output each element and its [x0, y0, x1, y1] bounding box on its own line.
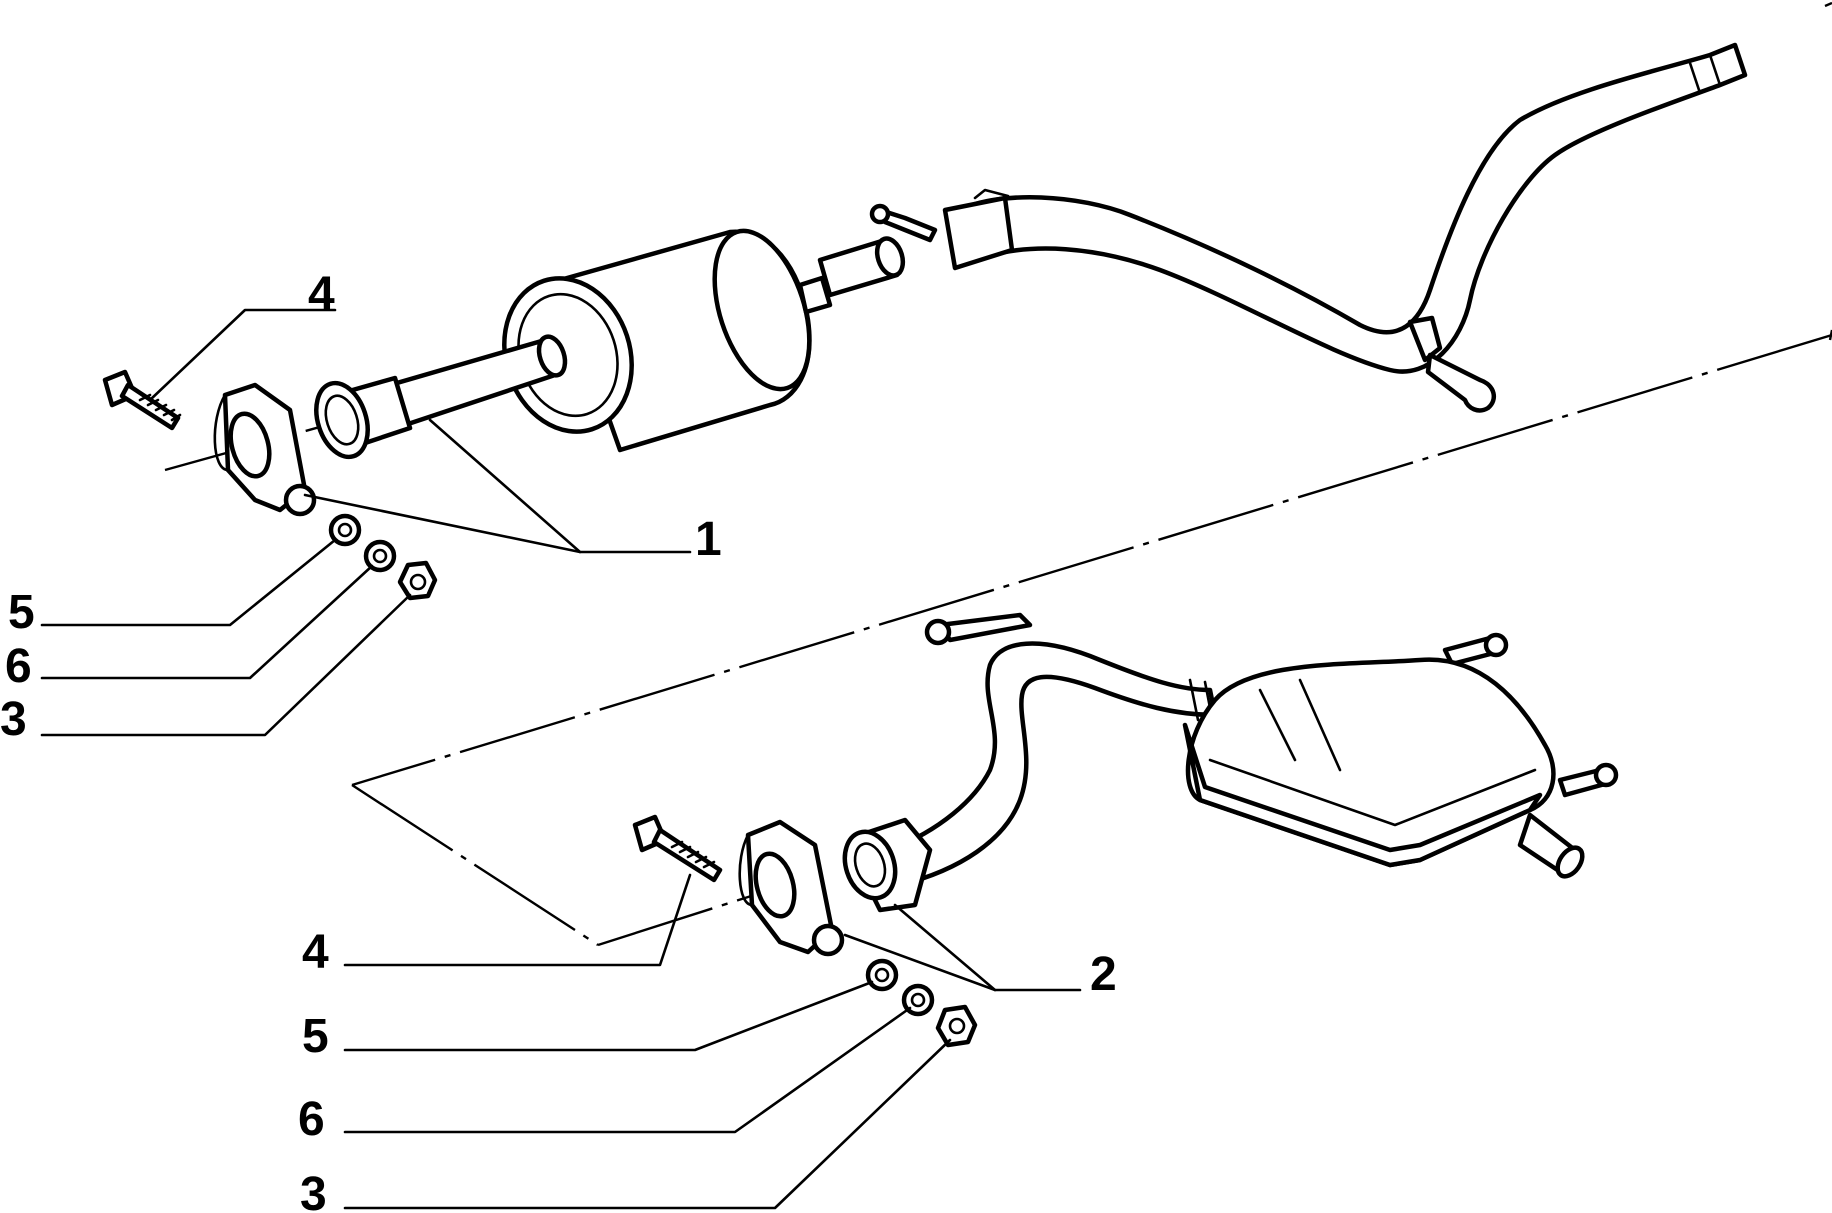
- upper-washer-5: [328, 513, 362, 547]
- callout-2: 2: [1090, 948, 1117, 1001]
- callout-1: 1: [695, 513, 722, 566]
- callout-6-upper: 6: [5, 640, 32, 693]
- upper-clamp-bracket: [213, 382, 317, 517]
- rear-pipe-muffler: [842, 612, 1619, 913]
- lower-clamp-bracket: [738, 819, 845, 957]
- callout-5-upper: 5: [8, 586, 35, 639]
- lower-washer-5: [865, 958, 899, 992]
- front-exhaust-pipe-catalytic-converter: [314, 42, 1748, 460]
- lower-bolt: [632, 814, 723, 883]
- lower-nut-3: [935, 1004, 978, 1048]
- upper-nut-3: [397, 560, 438, 601]
- callout-3-upper: 3: [0, 693, 27, 746]
- lower-washer-6: [901, 983, 935, 1017]
- upper-bolt: [102, 369, 182, 431]
- callout-4-lower: 4: [302, 926, 329, 979]
- upper-washer-6: [363, 539, 397, 573]
- callout-5-lower: 5: [302, 1010, 329, 1063]
- leader-lines: [40, 308, 1082, 1210]
- callout-6-lower: 6: [298, 1093, 325, 1146]
- callout-4-upper: 4: [308, 268, 335, 321]
- callout-3-lower: 3: [300, 1168, 327, 1213]
